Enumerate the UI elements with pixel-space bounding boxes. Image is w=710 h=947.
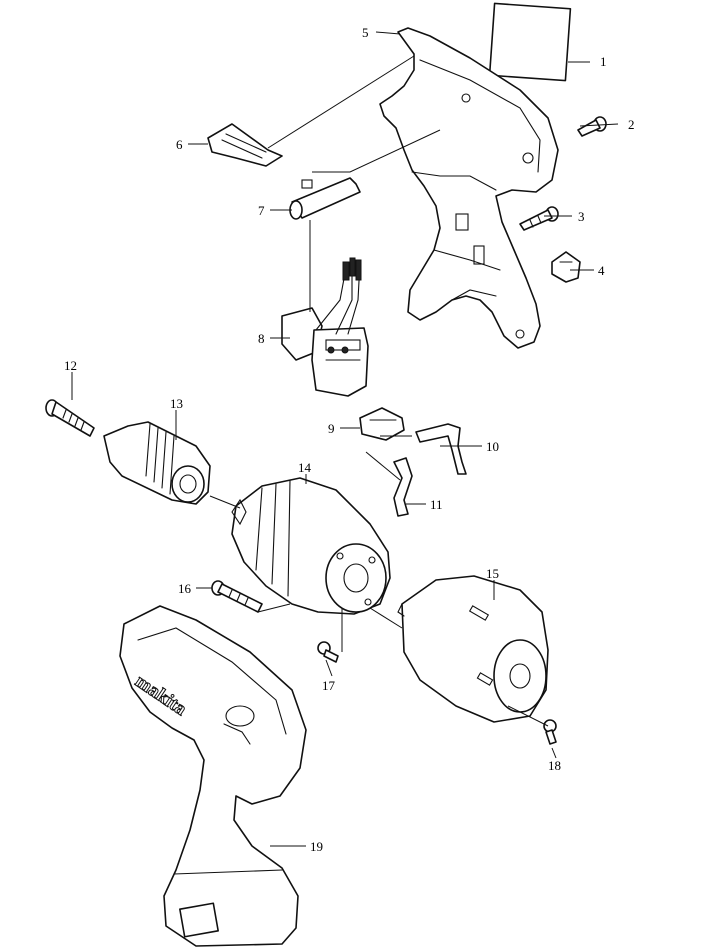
part-10-clip: [415, 423, 467, 475]
callout-14: 14: [298, 460, 312, 475]
part-13-drill-chuck: [103, 421, 211, 505]
callout-4: 4: [598, 263, 605, 278]
part-19-housing-half: makita: [119, 605, 307, 947]
callout-2: 2: [628, 117, 635, 132]
part-15-motor: [397, 575, 549, 723]
part-8-switch: [281, 257, 369, 397]
part-11-contact-spring: [393, 457, 413, 517]
callout-8: 8: [258, 331, 265, 346]
part-9-bracket: [359, 407, 405, 441]
callout-numbers: 1 2 3 4 5 6 7 8 9 10 11 12 13 14 15 16 1…: [64, 25, 635, 854]
part-3-screw: [519, 206, 559, 231]
callout-12: 12: [64, 358, 77, 373]
part-7-capacitor: [289, 177, 361, 220]
part-12-chuck-screw: [45, 399, 95, 437]
callout-5: 5: [362, 25, 369, 40]
callout-6: 6: [176, 137, 183, 152]
part-14-gear-assembly: [231, 477, 391, 615]
part-5-housing-half: [379, 27, 559, 349]
callout-7: 7: [258, 203, 265, 218]
callout-13: 13: [170, 396, 183, 411]
part-4-nut-clip: [551, 251, 581, 283]
callout-17: 17: [322, 678, 336, 693]
callout-16: 16: [178, 581, 192, 596]
part-2-screw: [577, 116, 607, 137]
callout-18: 18: [548, 758, 561, 773]
callout-19: 19: [310, 839, 323, 854]
leader-lines: [71, 31, 619, 847]
callout-3: 3: [578, 209, 585, 224]
part-1-label-plate: [488, 2, 572, 82]
part-18-screw: [543, 719, 557, 745]
part-16-screw: [211, 580, 263, 613]
callout-15: 15: [486, 566, 499, 581]
callout-11: 11: [430, 497, 443, 512]
callout-10: 10: [486, 439, 499, 454]
callout-1: 1: [600, 54, 607, 69]
part-6-cover-piece: [207, 123, 283, 167]
part-17-screw: [317, 641, 339, 663]
callout-9: 9: [328, 421, 335, 436]
